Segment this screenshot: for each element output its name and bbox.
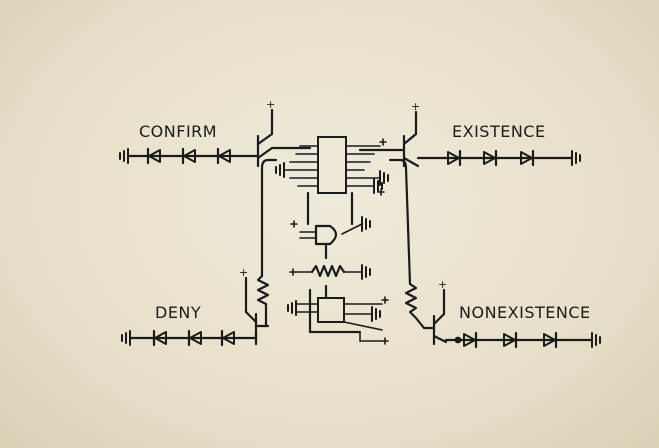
label-existence: EXISTENCE [452, 122, 546, 141]
supply-plus: + [239, 266, 248, 279]
nonexistence-led-chain [444, 331, 601, 349]
left-bus-wire [260, 158, 278, 278]
label-deny: DENY [155, 303, 201, 322]
confirm-transistor: + [256, 98, 312, 168]
existence-led-chain [416, 149, 581, 167]
deny-transistor: + [239, 266, 270, 346]
horizontal-resistor [289, 264, 371, 280]
label-confirm: CONFIRM [139, 122, 217, 141]
existence-transistor: + [358, 100, 420, 168]
supply-plus: + [438, 278, 447, 291]
right-bus-wire [388, 158, 412, 286]
logic-gate [290, 191, 371, 260]
label-nonexistence: NONEXISTENCE [459, 303, 591, 322]
ic-chip [275, 136, 389, 196]
nonexistence-base-resistor [404, 282, 426, 330]
supply-plus: + [266, 98, 275, 111]
deny-led-chain [121, 329, 258, 347]
supply-plus: + [411, 100, 420, 113]
nonexistence-transistor: + [422, 278, 447, 346]
timer-chip [287, 284, 389, 345]
deny-base-resistor [256, 274, 270, 328]
confirm-led-chain [119, 147, 260, 165]
